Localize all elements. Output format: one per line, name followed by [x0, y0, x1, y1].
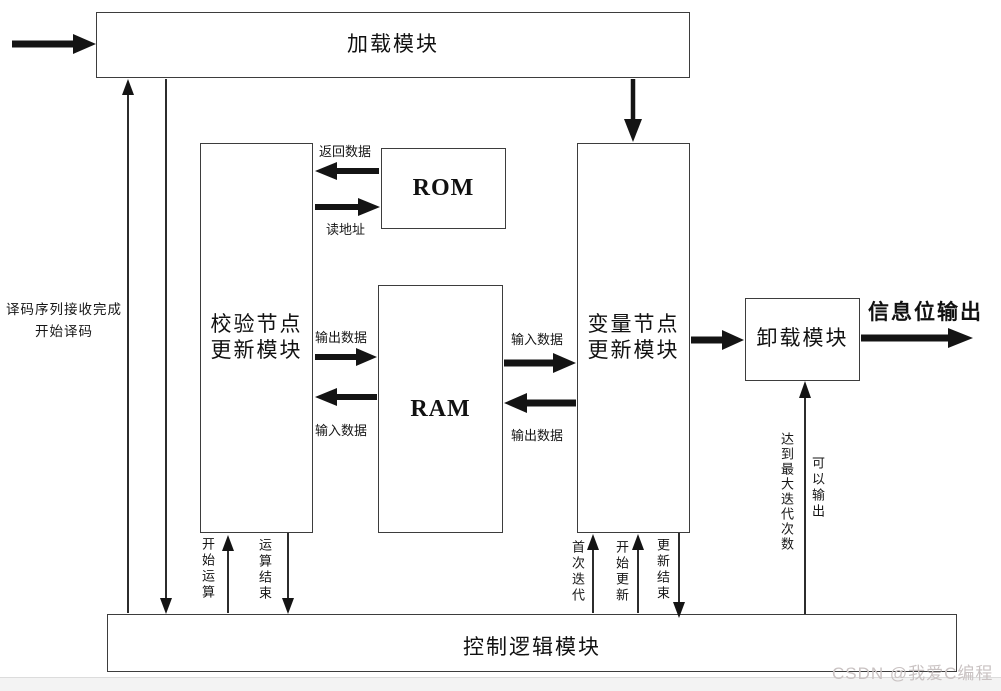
ram-right-output-label: 输出数据	[511, 428, 564, 443]
arrow-update-end	[673, 533, 685, 618]
decode-input-note-line2: 开始译码	[35, 324, 93, 340]
check-node-line1: 校验节点	[210, 312, 303, 336]
load-module-label: 加载模块	[347, 32, 439, 56]
arrow-rom-return-data	[315, 162, 379, 180]
control-logic-label: 控制逻辑模块	[463, 635, 601, 659]
check-node-module-label: 校验节点 更新模块	[211, 312, 303, 365]
arrow-info-bit-output	[861, 328, 973, 348]
check-node-line2: 更新模块	[210, 339, 303, 362]
ram-label: RAM	[410, 395, 471, 422]
variable-node-module-label: 变量节点 更新模块	[588, 312, 680, 365]
arrow-ram-to-check	[315, 388, 377, 406]
unload-module-box: 卸载模块	[745, 298, 860, 381]
decode-input-note-line1: 译码序列接收完成	[6, 302, 122, 317]
check-node-module-box: 校验节点 更新模块	[200, 143, 313, 533]
arrow-decoder-input	[12, 34, 96, 54]
arrow-variable-to-unload	[691, 330, 744, 350]
unload-module-label: 卸载模块	[756, 327, 849, 351]
ram-left-input-label: 输入数据	[315, 423, 368, 438]
rom-box: ROM	[381, 148, 506, 229]
ram-box: RAM	[378, 285, 503, 533]
variable-node-module-box: 变量节点 更新模块	[577, 143, 690, 533]
page-bottom-strip	[0, 677, 1001, 691]
arrow-start-operation	[222, 535, 234, 613]
arrow-operation-end	[282, 533, 294, 614]
ram-right-input-label: 输入数据	[511, 332, 564, 347]
arrow-check-to-ram	[315, 348, 377, 366]
first-iteration-label: 首次迭代	[570, 540, 585, 604]
arrow-first-iteration	[587, 534, 599, 613]
update-end-label: 更新结束	[655, 538, 670, 602]
arrow-read-address	[315, 198, 380, 216]
rom-return-data-label: 返回数据	[319, 144, 372, 159]
csdn-watermark: CSDN @我爱C编程	[832, 664, 994, 683]
rom-label: ROM	[412, 175, 475, 201]
rom-read-addr-label: 读地址	[326, 222, 366, 237]
info-bit-output-label: 信息位输出	[868, 301, 983, 324]
operation-end-label: 运算结束	[257, 538, 272, 602]
variable-node-line1: 变量节点	[587, 312, 680, 336]
arrow-load-to-control	[160, 79, 172, 614]
arrow-load-to-variable	[624, 79, 642, 142]
variable-node-line2: 更新模块	[587, 339, 680, 362]
max-iteration-label: 达到最大迭代次数	[779, 432, 794, 552]
arrow-ram-to-variable	[504, 353, 576, 373]
arrow-variable-to-ram	[504, 393, 576, 413]
load-module-box: 加载模块	[96, 12, 690, 78]
start-operation-label: 开始运算	[200, 537, 215, 601]
start-update-label: 开始更新	[614, 540, 629, 604]
arrow-start-update	[632, 534, 644, 613]
arrow-control-to-load	[122, 79, 134, 613]
ram-left-output-label: 输出数据	[315, 330, 368, 345]
control-logic-module-box: 控制逻辑模块	[107, 614, 957, 672]
can-output-label: 可以输出	[810, 456, 825, 520]
decode-input-note: 译码序列接收完成 开始译码	[0, 299, 128, 344]
